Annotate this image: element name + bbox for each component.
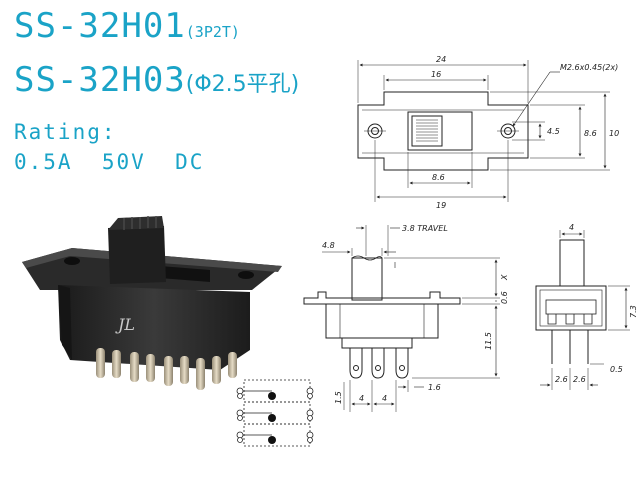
dim-end-actuator-width: 4 xyxy=(569,223,574,232)
dim-side-pin-offset: 1.5 xyxy=(334,391,343,404)
model-ss32h01: SS-32H01 xyxy=(14,6,186,46)
dim-side-x: X xyxy=(500,274,509,281)
model-ss32h03: SS-32H03 xyxy=(14,60,186,100)
dim-top-slot-width: 8.6 xyxy=(432,173,445,182)
model-ss32h03-suffix: (Φ2.5平孔) xyxy=(185,72,300,97)
dim-top-width-total: 24 xyxy=(436,55,446,64)
dim-end-pin-thickness: 0.5 xyxy=(610,365,623,374)
dim-side-flange-thickness: 0.6 xyxy=(500,291,509,304)
dim-top-hole-pitch: 19 xyxy=(436,201,446,210)
product-logo: JL xyxy=(115,315,135,334)
top-view-drawing xyxy=(357,60,610,202)
dim-top-hole-spec: M2.6x0.45(2x) xyxy=(560,63,618,72)
dim-side-pin-pitch-b: 4 xyxy=(359,394,364,403)
rating-voltage: 50V xyxy=(101,150,146,174)
dim-side-actuator-width: 4.8 xyxy=(322,241,335,250)
rating-label: Rating: xyxy=(14,120,117,144)
title-line-2: SS-32H03(Φ2.5平孔) xyxy=(14,60,299,100)
product-photo: JL xyxy=(22,216,282,390)
dim-side-pin-pitch-a: 1.6 xyxy=(428,383,441,392)
dim-top-height-mid: 8.6 xyxy=(584,129,597,138)
title-line-1: SS-32H01(3P2T) xyxy=(14,6,240,46)
end-view-drawing xyxy=(535,230,630,390)
circuit-schematic xyxy=(236,379,314,447)
dim-end-pin-pitch-a: 2.6 xyxy=(555,375,568,384)
rating-current: 0.5A xyxy=(14,150,73,174)
dim-top-height-inner: 4.5 xyxy=(547,127,560,136)
side-view-drawing xyxy=(303,225,500,412)
model-ss32h01-suffix: (3P2T) xyxy=(185,23,240,41)
dim-end-height: 7.3 xyxy=(629,305,638,318)
rating-values: 0.5A 50V DC xyxy=(14,150,204,174)
dim-top-height-total: 10 xyxy=(609,129,619,138)
dim-side-pin-pitch-c: 4 xyxy=(382,394,387,403)
dim-end-pin-pitch-b: 2.6 xyxy=(573,375,586,384)
dim-side-travel: 3.8 TRAVEL xyxy=(402,224,448,233)
dim-side-body-height: 11.5 xyxy=(484,332,493,350)
dim-top-width-inner: 16 xyxy=(431,70,441,79)
rating-type: DC xyxy=(175,150,205,174)
